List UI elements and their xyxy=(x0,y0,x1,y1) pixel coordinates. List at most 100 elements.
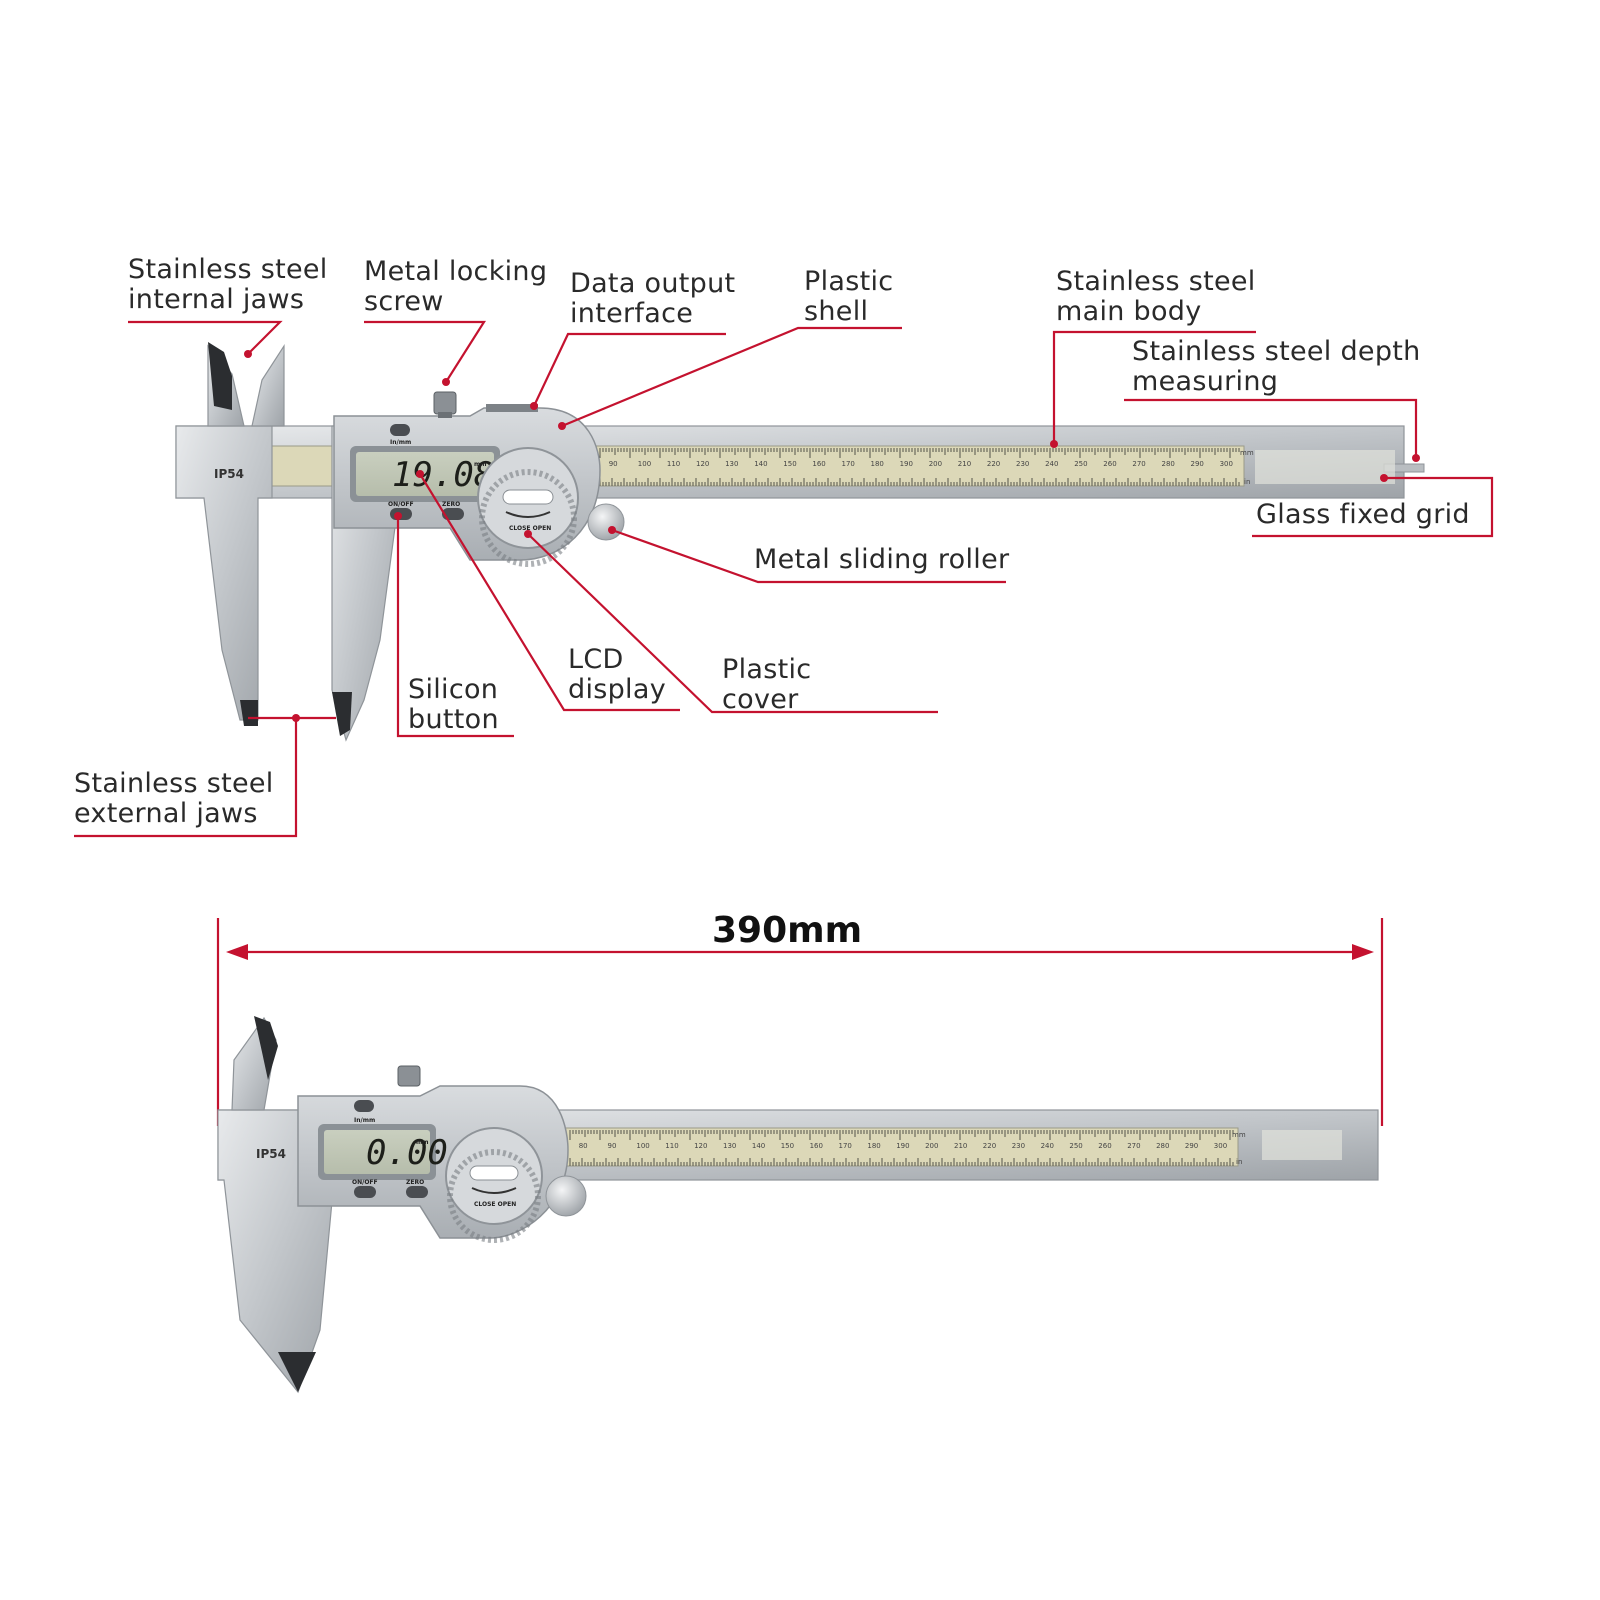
glass-fixed-grid xyxy=(1255,450,1395,484)
leader-dot xyxy=(244,350,252,358)
scale-number: 130 xyxy=(723,1142,736,1150)
scale-number: 290 xyxy=(1185,1142,1198,1150)
scale-number: 150 xyxy=(781,1142,794,1150)
leader-dot xyxy=(608,526,616,534)
scale-ticks xyxy=(599,448,1240,486)
on-off-label: ON/OFF xyxy=(352,1179,378,1186)
scale-number: 240 xyxy=(1045,460,1058,468)
leader-dot xyxy=(1412,454,1420,462)
scale-number: 170 xyxy=(842,460,855,468)
lcd-unit: mm xyxy=(416,1139,429,1146)
plastic-cover-knurl xyxy=(447,1149,541,1243)
internal-jaw-tip xyxy=(254,1016,278,1080)
external-jaw-tip xyxy=(278,1352,316,1392)
scale-number: 210 xyxy=(954,1142,967,1150)
leader-dot xyxy=(530,402,538,410)
unit-toggle-label: In/mm xyxy=(354,1117,375,1124)
plastic-cover-knurl xyxy=(479,469,577,567)
cover-arrow-icon xyxy=(471,1187,517,1194)
scale-ticks xyxy=(569,1130,1234,1166)
scale-number: 280 xyxy=(1156,1142,1169,1150)
lcd-display xyxy=(356,452,494,496)
lcd-unit: mm xyxy=(474,461,487,468)
cover-slot xyxy=(502,489,554,505)
scale-number: 230 xyxy=(1016,460,1029,468)
scale-number: 160 xyxy=(812,460,825,468)
scale-number: 90 xyxy=(608,1142,617,1150)
scale-number: 180 xyxy=(867,1142,880,1150)
label-sliding-roller: Metal sliding roller xyxy=(754,544,1010,575)
leader-sliding-roller xyxy=(611,528,1006,584)
scale-number: 120 xyxy=(694,1142,707,1150)
sliding-external-jaw-tip xyxy=(332,692,352,736)
arrow-right-icon xyxy=(1352,944,1374,960)
metal-locking-screw xyxy=(433,391,457,415)
scale-unit-in: in xyxy=(1244,478,1250,486)
scale-number: 160 xyxy=(810,1142,823,1150)
scale-number: 240 xyxy=(1041,1142,1054,1150)
scale-number: 290 xyxy=(1191,460,1204,468)
scale-number: 210 xyxy=(958,460,971,468)
cover-slot xyxy=(469,1165,519,1181)
leader-locking-screw xyxy=(364,320,486,383)
dimension-label: 390mm xyxy=(712,910,862,951)
scale-number: 180 xyxy=(871,460,884,468)
on-off-button[interactable] xyxy=(354,1186,376,1198)
arrow-left-icon xyxy=(226,944,248,960)
scale-number: 300 xyxy=(1214,1142,1227,1150)
scale-number: 200 xyxy=(929,460,942,468)
scale-number: 300 xyxy=(1220,460,1233,468)
scale-number: 200 xyxy=(925,1142,938,1150)
metal-sliding-roller[interactable] xyxy=(545,1175,587,1217)
lcd-reading: 19.08 xyxy=(392,455,494,495)
leader-dot xyxy=(1380,474,1388,482)
leader-internal-jaws xyxy=(128,320,283,355)
lcd-reading: 0.00 xyxy=(366,1133,448,1173)
scale-number: 110 xyxy=(667,460,680,468)
scale-number: 260 xyxy=(1098,1142,1111,1150)
zero-label: ZERO xyxy=(406,1179,424,1186)
unit-toggle-button[interactable] xyxy=(354,1100,374,1112)
unit-toggle-label: In/mm xyxy=(390,439,411,446)
scale-number: 120 xyxy=(696,460,709,468)
leader-lcd-display xyxy=(419,473,680,712)
leader-depth-measuring xyxy=(1124,398,1418,458)
metal-sliding-roller[interactable] xyxy=(587,503,625,541)
ip-rating: IP54 xyxy=(214,467,244,481)
scale-number: 270 xyxy=(1132,460,1145,468)
scale-number: 150 xyxy=(783,460,796,468)
scale-number: 80 xyxy=(579,1142,588,1150)
glass-fixed-grid xyxy=(1262,1130,1342,1160)
on-off-label: ON/OFF xyxy=(388,501,414,508)
zero-button[interactable] xyxy=(406,1186,428,1198)
leader-plastic-cover xyxy=(527,533,938,714)
leader-dot xyxy=(442,378,450,386)
zero-label: ZERO xyxy=(442,501,460,508)
locking-screw-stem xyxy=(438,412,452,418)
leader-dot xyxy=(524,530,532,538)
dimension-line: 390mm xyxy=(216,910,1384,1126)
scale-number: 220 xyxy=(987,460,1000,468)
cover-arrow-icon xyxy=(505,511,551,518)
unit-toggle-button[interactable] xyxy=(390,424,410,436)
leader-dot xyxy=(558,422,566,430)
fixed-external-jaw-tip xyxy=(240,700,258,726)
scale-number: 270 xyxy=(1127,1142,1140,1150)
scale-number: 100 xyxy=(636,1142,649,1150)
ip-rating: IP54 xyxy=(256,1147,286,1161)
leader-dot xyxy=(292,714,300,722)
scale-number: 220 xyxy=(983,1142,996,1150)
data-output-interface xyxy=(486,404,538,412)
leader-plastic-shell xyxy=(561,326,902,428)
label-glass-grid: Glass fixed grid xyxy=(1256,499,1470,530)
